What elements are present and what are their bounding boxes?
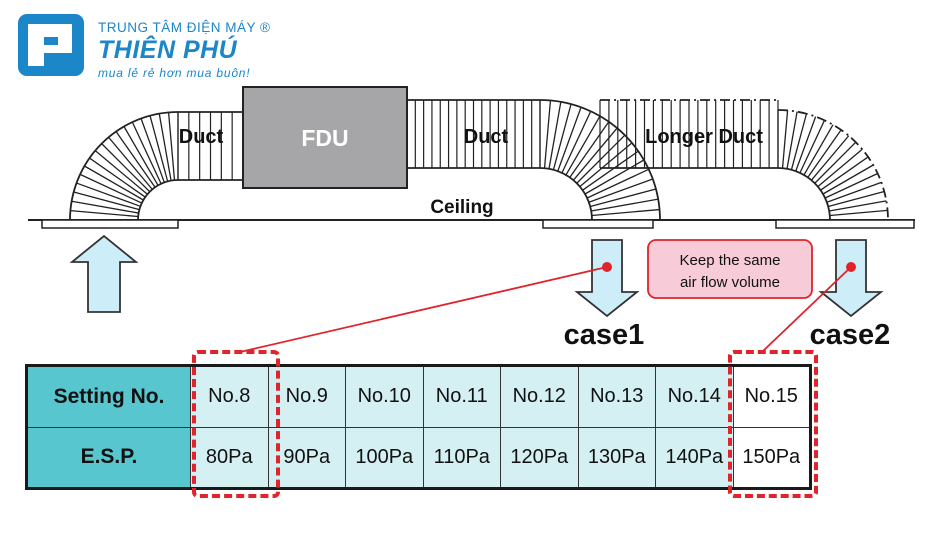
logo-icon xyxy=(18,14,84,76)
esp-cell-110: 110Pa xyxy=(422,426,501,489)
setting-cell-10: No.10 xyxy=(345,365,424,428)
case2-arrow-icon xyxy=(818,239,884,318)
esp-setting-table: Setting No. No.8 No.9 No.10 No.11 No.12 … xyxy=(25,364,812,490)
case2-label: case2 xyxy=(810,319,891,351)
airflow-note-box xyxy=(647,239,813,299)
setting-cell-13: No.13 xyxy=(577,365,656,428)
esp-table-wrap: Setting No. No.8 No.9 No.10 No.11 No.12 … xyxy=(25,364,812,490)
supply-grille-case2 xyxy=(775,219,915,229)
esp-cell-90: 90Pa xyxy=(267,426,346,489)
esp-header: E.S.P. xyxy=(26,426,191,489)
longer-duct-label: Longer Duct xyxy=(645,126,763,148)
case1-label: case1 xyxy=(564,319,645,351)
case1-highlight-frame xyxy=(192,350,280,498)
ceiling-label: Ceiling xyxy=(430,197,493,218)
esp-cell-120: 120Pa xyxy=(500,426,579,489)
fdu-label: FDU xyxy=(301,125,348,151)
table-row-esp: E.S.P. 80Pa 90Pa 100Pa 110Pa 120Pa 130Pa… xyxy=(26,426,811,489)
setting-cell-14: No.14 xyxy=(655,365,734,428)
esp-cell-150: 150Pa xyxy=(732,426,811,489)
brand-name: THIÊN PHÚ xyxy=(98,36,238,64)
brand-slogan: mua lẻ rẻ hơn mua buôn! xyxy=(98,66,251,80)
esp-cell-130: 130Pa xyxy=(577,426,656,489)
brand-logo: TRUNG TÂM ĐIỆN MÁY ® THIÊN PHÚ mua lẻ rẻ… xyxy=(18,14,288,80)
case2-dot-icon xyxy=(846,262,856,272)
setting-header: Setting No. xyxy=(26,365,191,428)
case1-connector-line xyxy=(239,266,608,353)
setting-cell-12: No.12 xyxy=(500,365,579,428)
case2-highlight-frame xyxy=(728,350,818,498)
table-row-setting: Setting No. No.8 No.9 No.10 No.11 No.12 … xyxy=(26,365,811,428)
return-air-arrow-icon xyxy=(69,234,139,313)
fdu-box xyxy=(242,86,408,189)
supply-grille-case1 xyxy=(542,219,654,229)
esp-cell-140: 140Pa xyxy=(655,426,734,489)
duct-right-label: Duct xyxy=(464,126,509,148)
duct-left xyxy=(69,111,244,221)
case1-arrow-icon xyxy=(574,239,640,318)
return-grille xyxy=(41,219,179,229)
esp-cell-100: 100Pa xyxy=(345,426,424,489)
airflow-note-line1: Keep the same xyxy=(680,252,781,269)
duct-left-label: Duct xyxy=(179,126,224,148)
case2-connector-line xyxy=(761,266,852,353)
setting-cell-11: No.11 xyxy=(422,365,501,428)
setting-cell-15: No.15 xyxy=(732,365,811,428)
brand-top-line: TRUNG TÂM ĐIỆN MÁY ® xyxy=(98,20,271,35)
setting-cell-9: No.9 xyxy=(267,365,346,428)
case1-dot-icon xyxy=(602,262,612,272)
airflow-note-line2: air flow volume xyxy=(680,274,780,291)
